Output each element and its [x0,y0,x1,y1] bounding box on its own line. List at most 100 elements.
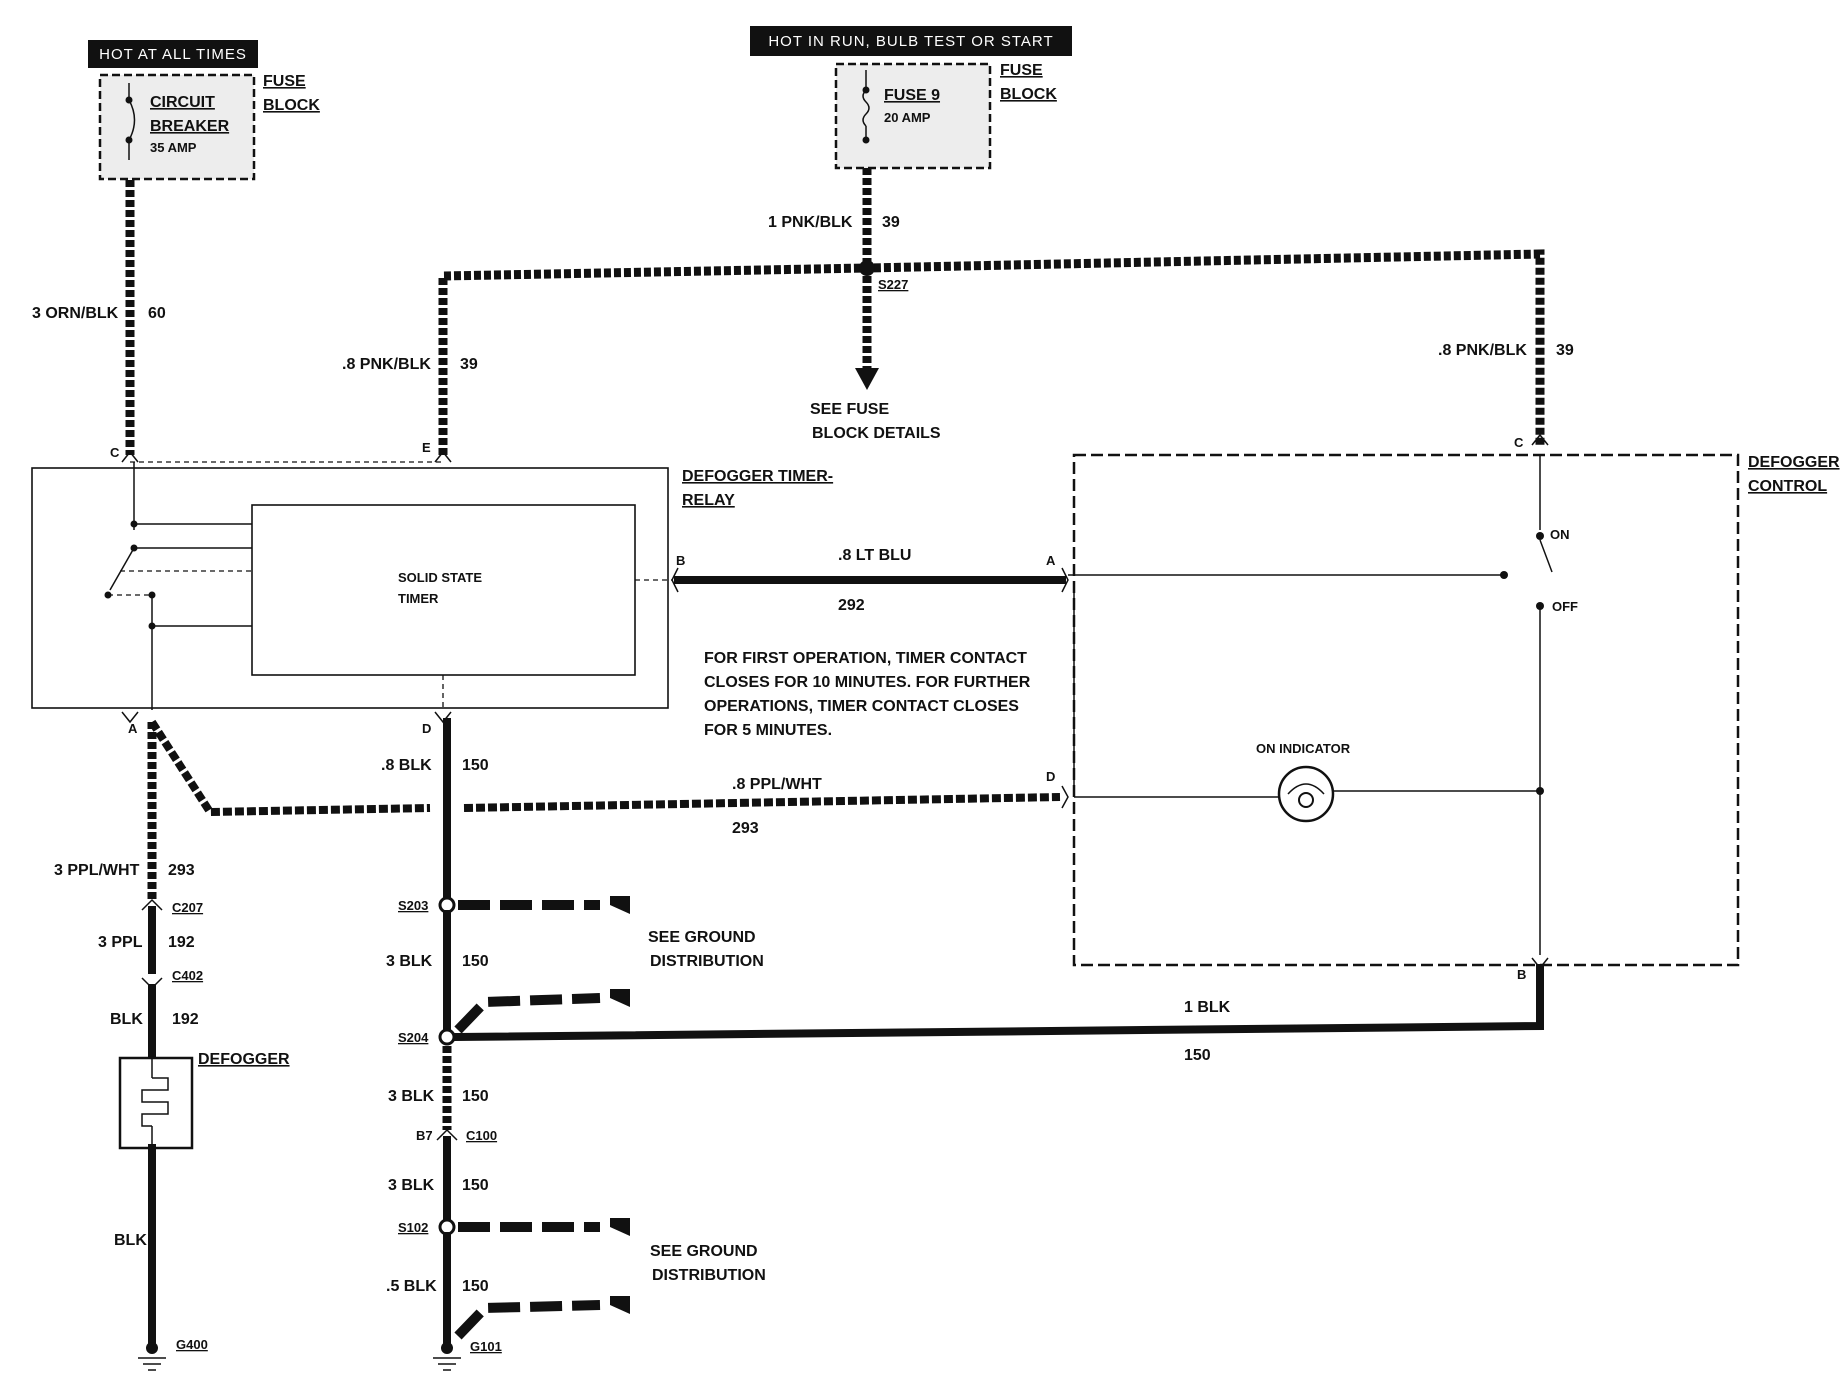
splice-s227-label: S227 [878,277,908,292]
timer-relay-pin-c: C [110,445,120,460]
control-pin-a: A [1046,553,1056,568]
hot-at-all-times-text: HOT AT ALL TIMES [99,46,247,63]
on-indicator-label: ON INDICATOR [1256,741,1351,756]
wire-pnk-blk-left-circuit: 39 [460,356,478,373]
hot-in-run-tag [750,26,1072,56]
wire-blk-d-label: .8 BLK [381,757,432,774]
wire-ppl-label: 3 PPL [98,934,143,951]
wire-ppl-circuit: 192 [168,934,195,951]
defogger-control [1068,453,1740,967]
control-pin-d: D [1046,769,1055,784]
splice-s203-label: S203 [398,898,428,913]
circuit-breaker-rating: 35 AMP [150,140,197,155]
wire-blk-5-circuit: 150 [462,1278,489,1295]
ground-g101-label: G101 [470,1339,502,1354]
defogger-timer-relay: SOLID STATE TIMER [31,461,672,710]
connector-c100-pin: B7 [416,1128,433,1143]
fuse-block-left-label-2: BLOCK [263,97,320,114]
wire-blk-192-label: BLK [110,1011,143,1028]
fuse-9-label: FUSE 9 [884,87,940,104]
wire-blk-d-circuit: 150 [462,757,489,774]
wire-blk-bottom-label: BLK [114,1232,147,1249]
timer-relay-pin-d: D [422,721,431,736]
splice-s102 [438,1218,456,1236]
wire-blk-1-label: 1 BLK [1184,999,1231,1016]
ground-g101-icon [433,1342,461,1371]
see-ground-a-2: DISTRIBUTION [650,953,764,970]
wire-pnk-blk-right-circuit: 39 [1556,342,1574,359]
wire-pnk-blk-1-label: 1 PNK/BLK [768,214,853,231]
circuit-breaker-label-2: BREAKER [150,118,230,135]
wire-blk-192-circuit: 192 [172,1011,199,1028]
wire-blk-3b-circuit: 150 [462,1088,489,1105]
timer-note-4: FOR 5 MINUTES. [704,722,832,739]
defogger-label: DEFOGGER [198,1051,290,1068]
control-pin-c: C [1514,435,1524,450]
hot-at-all-times-tag [88,40,258,68]
see-ground-a-1: SEE GROUND [648,929,756,946]
timer-note-3: OPERATIONS, TIMER CONTACT CLOSES [704,698,1019,715]
fuse-block-right-label-2: BLOCK [1000,86,1057,103]
wire-lt-blu-circuit: 292 [838,597,865,614]
wire-ppl-wht [148,719,431,817]
timer-relay-pin-a: A [128,721,138,736]
wire-orn-blk-circuit: 60 [148,305,166,322]
wire-blk-3c-label: 3 BLK [388,1177,435,1194]
wire-blk-3c-circuit: 150 [462,1177,489,1194]
wire-pnk-blk-right-label: .8 PNK/BLK [1438,342,1527,359]
timer-note-2: CLOSES FOR 10 MINUTES. FOR FURTHER [704,674,1031,691]
wire-pnk-blk-bus [438,249,1545,455]
see-ground-b-1: SEE GROUND [650,1243,758,1260]
ground-g400-label: G400 [176,1337,208,1352]
wire-ppl-wht-h-label: .8 PPL/WHT [732,776,822,793]
see-fuse-label-1: SEE FUSE [810,401,889,418]
wire-pnk-blk-left-label: .8 PNK/BLK [342,356,431,373]
splice-s204-label: S204 [398,1030,429,1045]
timer-relay-label-1: DEFOGGER TIMER- [682,468,833,485]
see-ground-b-2: DISTRIBUTION [652,1267,766,1284]
g101-arrow-icon [610,1296,630,1314]
solid-state-timer-label-2: TIMER [398,591,439,606]
splice-s203 [438,896,456,914]
fuse-9-rating: 20 AMP [884,110,931,125]
fuse-block-left: CIRCUIT BREAKER 35 AMP [98,73,256,181]
connector-c402-label: C402 [172,968,203,983]
control-label-2: CONTROL [1748,478,1827,495]
fuse-block-left-label-1: FUSE [263,73,306,90]
s102-arrow-icon [610,1218,630,1236]
splice-s204 [438,1028,456,1046]
s204-ground-lead [454,993,601,1034]
control-pin-b: B [1517,967,1526,982]
g101-ground-lead [454,1300,601,1340]
connector-c100-label: C100 [466,1128,497,1143]
fuse-block-right: FUSE 9 20 AMP [834,62,992,170]
control-off-label: OFF [1552,599,1578,614]
timer-relay-label-2: RELAY [682,492,735,509]
wire-orn-blk-label: 3 ORN/BLK [32,305,119,322]
connector-c207 [141,898,163,911]
wire-blk-5-label: .5 BLK [386,1278,437,1295]
wire-lt-blu-label: .8 LT BLU [838,547,911,564]
timer-note-1: FOR FIRST OPERATION, TIMER CONTACT [704,650,1027,667]
fuse-block-right-label-1: FUSE [1000,62,1043,79]
wire-ppl-wht-v-label: 3 PPL/WHT [54,862,140,879]
connector-c100 [436,1128,458,1141]
wire-blk-3a-label: 3 BLK [386,953,433,970]
wire-pnk-blk-1-circuit: 39 [882,214,900,231]
timer-relay-pin-b: B [676,553,685,568]
connector-c207-label: C207 [172,900,203,915]
hot-in-run-text: HOT IN RUN, BULB TEST OR START [768,33,1053,50]
see-fuse-label-2: BLOCK DETAILS [812,425,941,442]
wire-blk-3b-label: 3 BLK [388,1088,435,1105]
wire-blk-1 [453,964,1544,1042]
defogger-grid [118,1056,194,1150]
splice-s227 [859,260,875,276]
solid-state-timer-label-1: SOLID STATE [398,570,482,585]
wire-ppl-wht-v-circuit: 293 [168,862,195,879]
timer-relay-pin-e: E [422,440,431,455]
s204-arrow-icon [610,989,630,1007]
see-fuse-arrow-icon [855,368,879,390]
wire-blk-1-circuit: 150 [1184,1047,1211,1064]
wire-ppl-wht-h-circuit: 293 [732,820,759,837]
